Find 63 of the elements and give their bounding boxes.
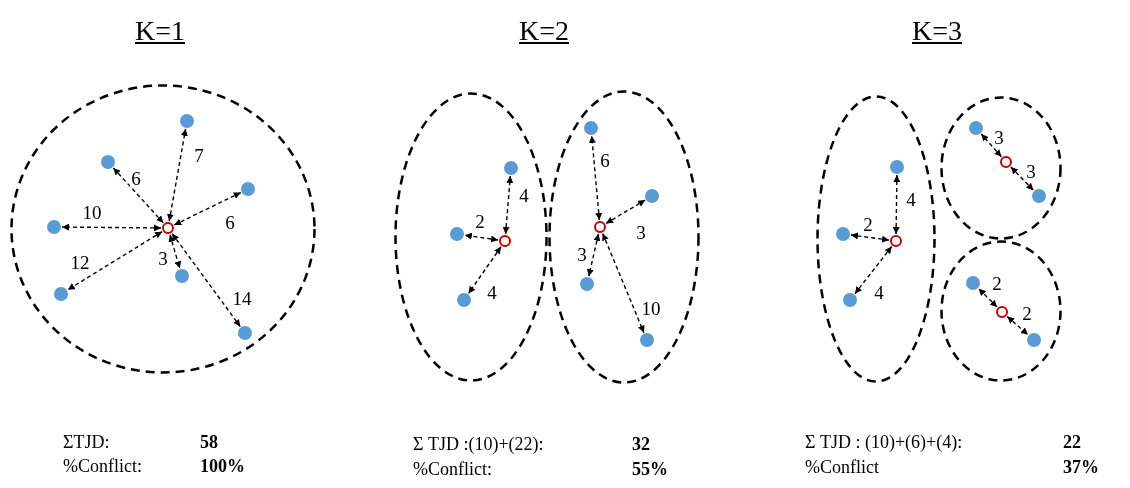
double-arrow — [467, 246, 502, 295]
double-arrow — [61, 223, 162, 232]
panel-heading: K=1 — [135, 17, 185, 45]
data-point — [1032, 189, 1046, 203]
centroid-ring — [890, 235, 902, 247]
double-arrow — [850, 232, 890, 243]
summary-text: 32 — [632, 435, 650, 453]
summary-text: Σ TJD :(10)+(22): — [413, 435, 544, 453]
data-point — [450, 227, 464, 241]
double-arrow — [586, 233, 601, 277]
data-point — [180, 114, 194, 128]
double-arrow — [167, 128, 188, 222]
data-point — [584, 121, 598, 135]
data-point — [101, 155, 115, 169]
data-point — [890, 160, 904, 174]
double-arrow — [892, 174, 901, 235]
data-point — [1027, 333, 1041, 347]
double-arrow — [168, 234, 182, 269]
double-arrow — [502, 175, 514, 235]
summary-text: ΣTJD: — [63, 433, 110, 451]
double-arrow — [171, 232, 241, 328]
data-point — [457, 293, 471, 307]
double-arrow — [854, 245, 893, 295]
summary-text: %Conflict — [805, 458, 879, 476]
summary-text: 22 — [1063, 433, 1081, 451]
data-point — [47, 220, 61, 234]
data-point — [241, 182, 255, 196]
double-arrow — [605, 199, 646, 225]
data-point — [54, 287, 68, 301]
data-point — [969, 121, 983, 135]
panel-heading: K=3 — [912, 17, 962, 45]
data-point — [580, 277, 594, 291]
panel-heading: K=2 — [519, 17, 569, 45]
centroid-ring — [594, 221, 606, 233]
double-arrow — [173, 191, 242, 226]
double-arrow — [977, 287, 998, 308]
data-point — [175, 269, 189, 283]
double-arrow — [1006, 315, 1029, 336]
double-arrow — [588, 135, 603, 221]
summary-text: 37% — [1063, 458, 1099, 476]
data-point — [843, 293, 857, 307]
data-point — [640, 333, 654, 347]
data-point — [966, 276, 980, 290]
double-arrow — [464, 232, 499, 243]
summary-text: 58 — [200, 433, 218, 451]
double-arrow — [112, 167, 164, 224]
data-point — [836, 227, 850, 241]
summary-text: %Conflict: — [63, 457, 142, 475]
data-point — [504, 161, 518, 175]
data-point — [238, 326, 252, 340]
centroid-ring — [499, 235, 511, 247]
double-arrow — [1010, 166, 1035, 191]
double-arrow — [980, 133, 1003, 158]
centroid-ring — [162, 222, 174, 234]
summary-text: 55% — [632, 460, 668, 478]
summary-text: 100% — [200, 457, 245, 475]
summary-text: %Conflict: — [413, 460, 492, 478]
centroid-ring — [1000, 156, 1012, 168]
double-arrow — [67, 231, 163, 291]
centroid-ring — [996, 306, 1008, 318]
summary-text: Σ TJD : (10)+(6)+(4): — [805, 433, 963, 451]
double-arrow — [602, 232, 645, 334]
data-point — [645, 189, 659, 203]
